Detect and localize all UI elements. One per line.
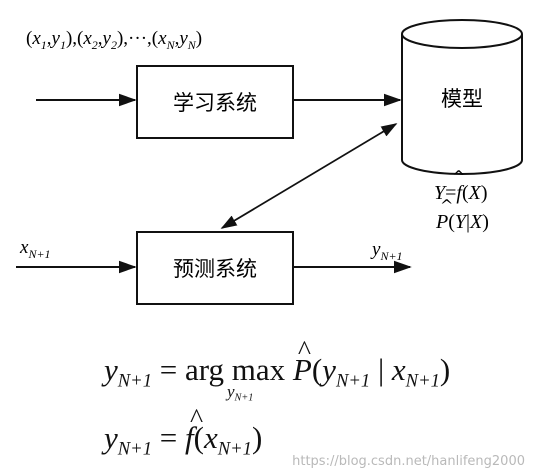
watermark: https://blog.csdn.net/hanlifeng2000	[292, 454, 525, 469]
learning-system-label: 学习系统	[173, 91, 257, 115]
prediction-system-label: 预测系统	[173, 257, 257, 281]
model-prediction-link	[220, 123, 398, 229]
input-next-label: xN+1	[19, 237, 51, 261]
model-label: 模型	[441, 87, 483, 111]
decision-formula: yN+1 = f(xN+1)	[104, 403, 262, 461]
model-probability-hat: ^	[440, 196, 453, 215]
model-function-hat: ^	[452, 167, 465, 186]
model-probability-label: P(Y|X)	[435, 211, 489, 233]
prediction-system-box	[136, 231, 294, 305]
model-store	[401, 19, 523, 175]
model-function-label: Y=f(X)	[434, 182, 488, 204]
training-data-label: (x1,y1),(x2,y2),···,(xN,yN)	[26, 28, 202, 52]
output-next-label: yN+1	[370, 239, 403, 263]
